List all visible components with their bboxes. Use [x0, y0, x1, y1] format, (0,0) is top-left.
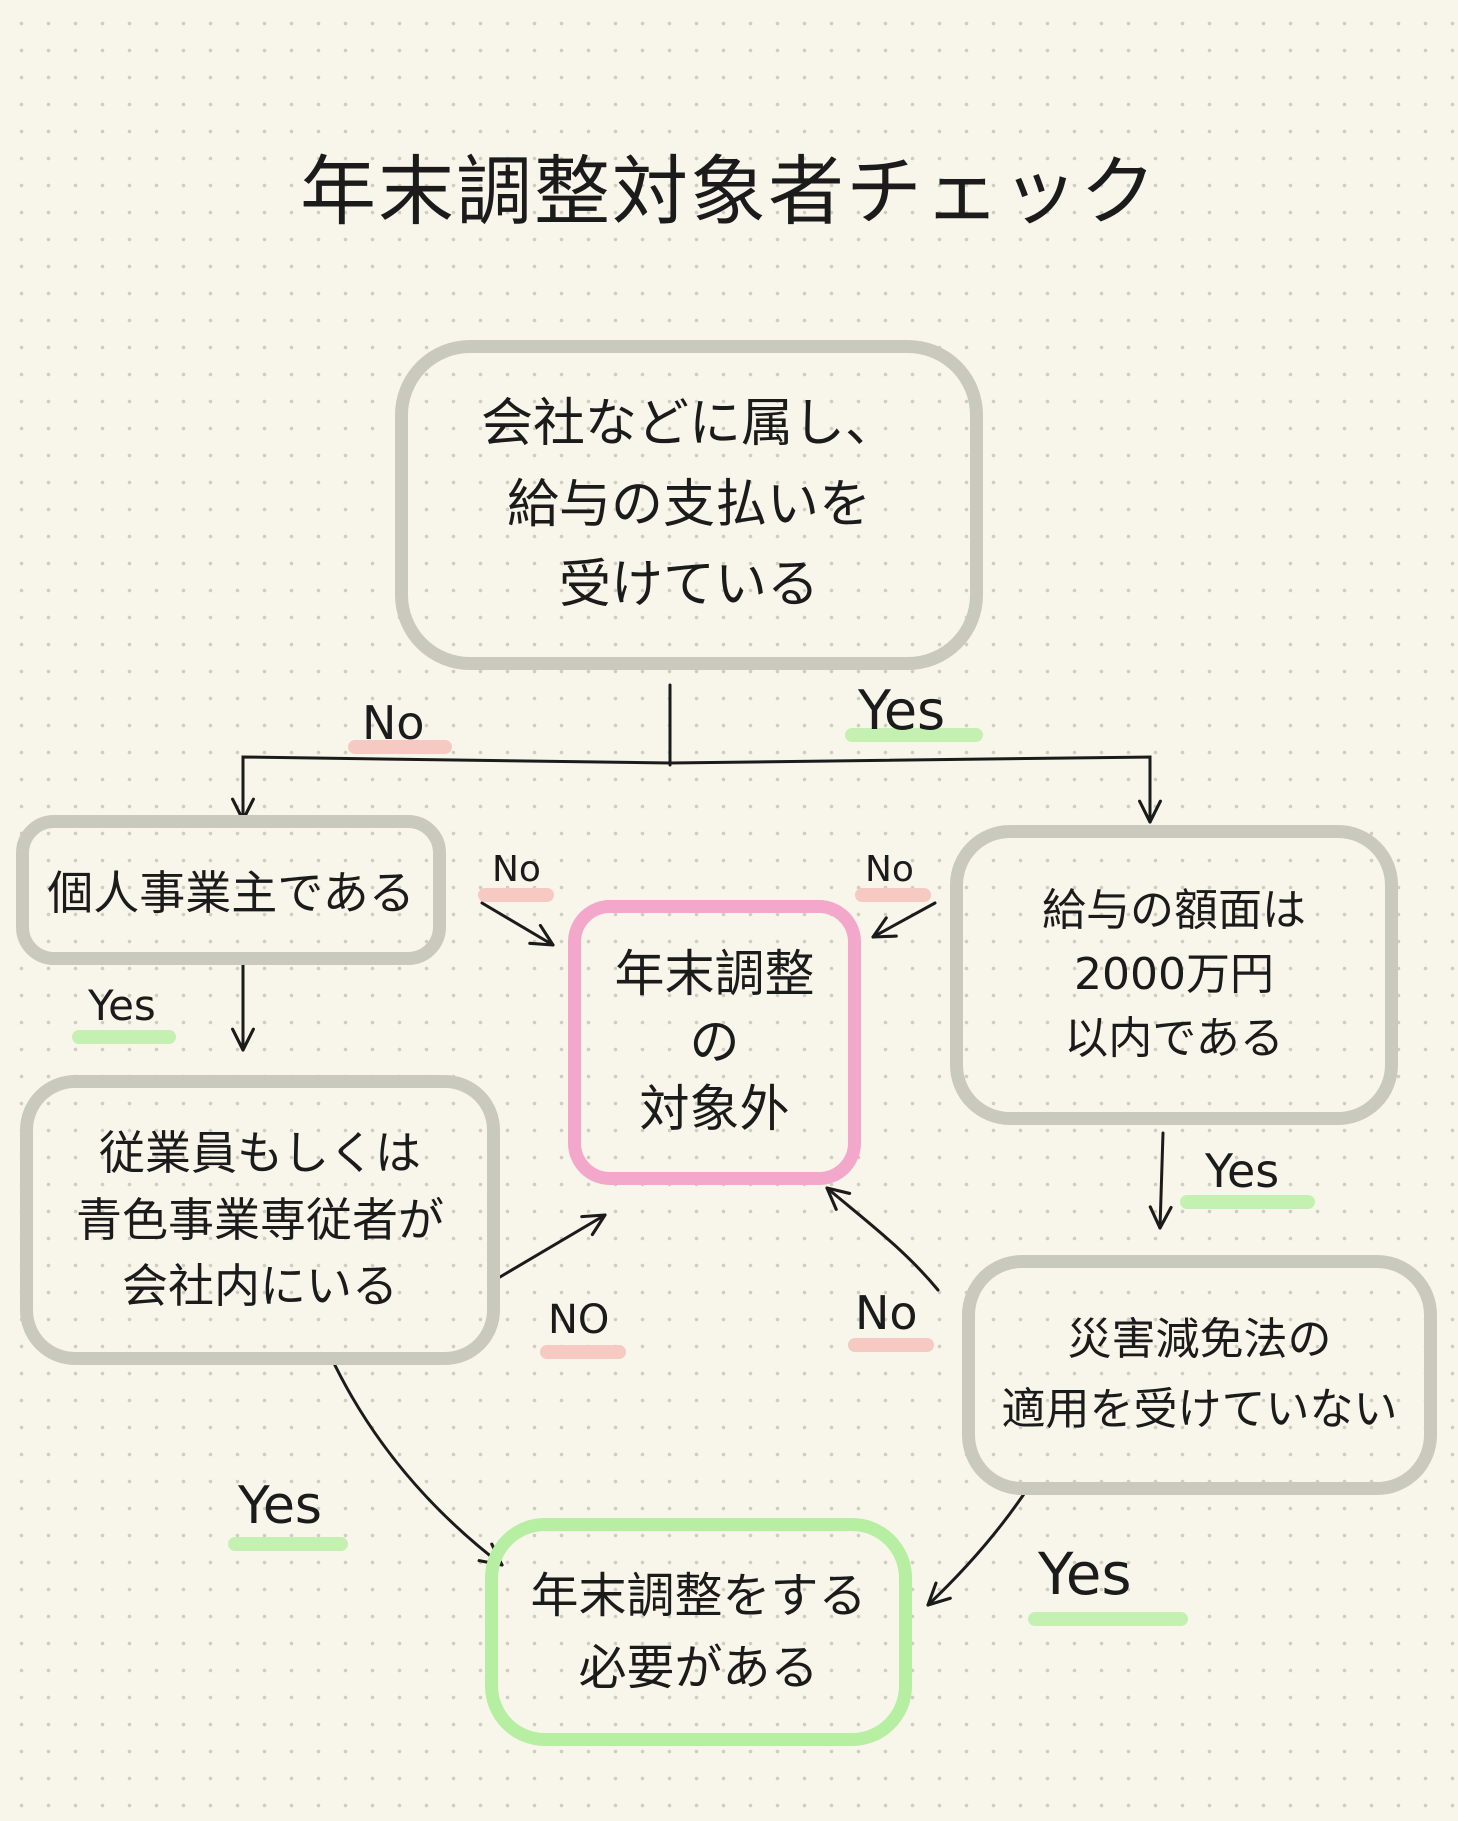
connector-disaster-yes: [926, 1486, 1030, 1607]
highlight-disaster-yes: [1028, 1612, 1188, 1626]
connector-salary-no: [871, 901, 937, 939]
label-employee-no: NO: [548, 1297, 610, 1343]
connector-employee-yes: [328, 1353, 504, 1567]
node-salary-amount: 給与の額面は 2000万円 以内である: [950, 825, 1398, 1125]
highlight-employee-no: [540, 1345, 626, 1359]
node-start: 会社などに属し、 給与の支払いを 受けている: [395, 340, 983, 670]
page-title: 年末調整対象者チェック: [300, 147, 1158, 236]
label-sole-yes: Yes: [88, 981, 156, 1030]
label-start-no: No: [362, 696, 425, 750]
label-salary-no: No: [865, 849, 914, 890]
label-disaster-no: No: [855, 1286, 918, 1340]
connector-salary-yes: [1148, 1131, 1173, 1230]
connector-employee-no: [498, 1213, 607, 1279]
label-disaster-yes: Yes: [1038, 1540, 1132, 1608]
highlight-employee-yes: [228, 1537, 348, 1551]
label-start-yes: Yes: [858, 679, 946, 742]
label-salary-yes: Yes: [1205, 1144, 1280, 1198]
highlight-disaster-no: [848, 1338, 934, 1352]
highlight-sole-yes: [72, 1030, 176, 1044]
highlight-salary-yes: [1180, 1195, 1315, 1209]
label-employee-yes: Yes: [238, 1476, 322, 1536]
highlight-sole-no: [478, 888, 554, 902]
connector-disaster-no: [825, 1186, 940, 1292]
node-disaster-reduction: 災害減免法の 適用を受けていない: [962, 1255, 1437, 1495]
connector-sole-no: [480, 901, 555, 947]
highlight-start-no: [348, 740, 452, 754]
highlight-salary-no: [855, 888, 931, 902]
node-employee: 従業員もしくは 青色事業専従者が 会社内にいる: [20, 1075, 500, 1365]
node-not-target: 年末調整 の 対象外: [568, 900, 861, 1185]
label-sole-no: No: [492, 849, 541, 890]
highlight-start-yes: [845, 728, 983, 742]
node-needs-adjustment: 年末調整をする 必要がある: [485, 1518, 912, 1746]
connector-split-left: [231, 755, 672, 822]
node-sole-proprietor: 個人事業主である: [16, 815, 446, 965]
connector-split-right: [668, 755, 1162, 824]
